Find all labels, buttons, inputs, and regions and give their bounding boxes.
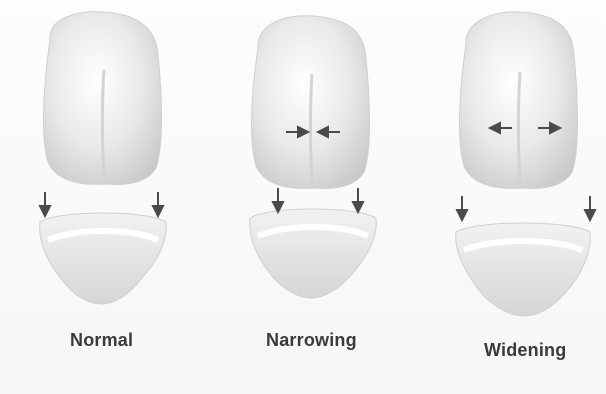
down-arrow-icon: [273, 188, 283, 212]
base-shape: [40, 213, 167, 304]
down-arrow-icon: [585, 196, 595, 220]
panel-narrowing: Narrowing: [228, 0, 398, 394]
base-shape: [250, 209, 377, 298]
down-arrow-icon: [457, 196, 467, 220]
crown-groove: [311, 74, 313, 182]
caption-widening: Widening: [484, 340, 566, 361]
down-arrow-icon: [353, 188, 363, 212]
caption-normal: Normal: [70, 330, 133, 351]
caption-narrowing: Narrowing: [266, 330, 357, 351]
down-arrow-icon: [40, 192, 50, 216]
base-shape: [456, 223, 590, 316]
panel-widening: Widening: [440, 0, 606, 394]
down-arrow-icon: [153, 192, 163, 216]
widening-illustration: [440, 0, 606, 394]
crown-groove: [103, 70, 105, 178]
panel-normal: Normal: [18, 0, 188, 394]
crown-groove: [519, 72, 521, 182]
